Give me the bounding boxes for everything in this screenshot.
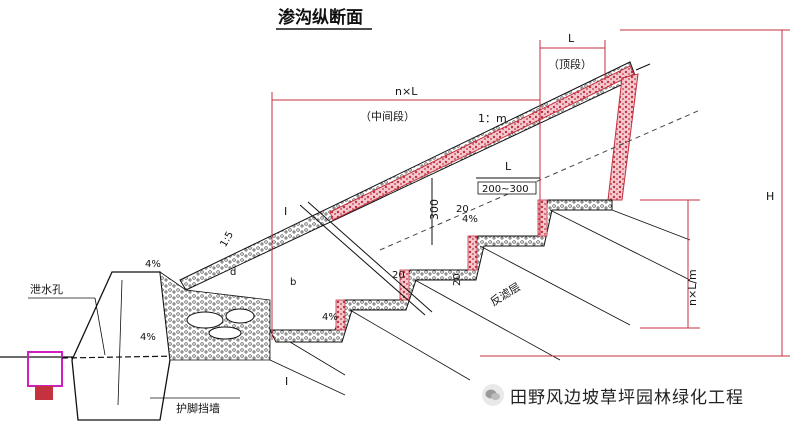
slope-top-line bbox=[635, 63, 651, 71]
label-drain-hole: 泄水孔 bbox=[30, 283, 63, 296]
filter-layer-lines bbox=[269, 209, 691, 396]
wechat-icon bbox=[482, 384, 504, 406]
drain-outlet bbox=[35, 386, 53, 400]
diagram-title: 渗沟纵断面 bbox=[278, 7, 363, 28]
riser-1 bbox=[335, 299, 346, 331]
label-20-b: 20 bbox=[452, 273, 463, 286]
boulder-3 bbox=[208, 326, 242, 340]
riser-2 bbox=[399, 269, 410, 301]
wall-inner-line bbox=[117, 279, 123, 406]
label-slope-mark: 1:5 bbox=[218, 230, 236, 249]
label-4pct-d: 4% bbox=[145, 259, 161, 270]
label-middle-section: （中间段） bbox=[360, 109, 415, 123]
label-retaining-wall: 护脚挡墙 bbox=[176, 401, 220, 415]
watermark-text: 田野风边坡草坪园林绿化工程 bbox=[510, 387, 744, 408]
drain-pipe bbox=[61, 355, 181, 359]
boulder-2 bbox=[225, 308, 255, 324]
label-20-a: 20 bbox=[392, 270, 405, 281]
label-slope: 1：m bbox=[478, 112, 507, 125]
section-I-top: I bbox=[284, 205, 287, 218]
top-section-wall bbox=[607, 73, 639, 201]
label-4pct-b: 4% bbox=[462, 214, 478, 225]
boulder-1 bbox=[186, 311, 224, 329]
label-d: d bbox=[230, 267, 236, 278]
label-20-c: 20 bbox=[456, 204, 469, 215]
section-line-2 bbox=[307, 201, 433, 313]
label-b: b bbox=[290, 277, 296, 288]
label-foundation: 反滤层 bbox=[488, 280, 523, 309]
section-I-bottom: I bbox=[285, 375, 288, 388]
label-nLm: n×L/m bbox=[686, 269, 699, 306]
watermark: 田野风边坡草坪园林绿化工程 bbox=[482, 382, 744, 408]
label-L-step: L bbox=[505, 160, 512, 173]
drain-hole-leader-2 bbox=[94, 297, 106, 356]
riser-4 bbox=[537, 199, 548, 237]
label-300: 300 bbox=[428, 199, 441, 220]
label-H: H bbox=[766, 190, 774, 203]
label-top-section: （顶段） bbox=[548, 57, 592, 71]
step-width-box bbox=[477, 181, 537, 195]
label-step-width: 200~300 bbox=[482, 184, 529, 195]
label-nL: n×L bbox=[395, 85, 418, 98]
label-L-top: L bbox=[568, 32, 575, 45]
label-4pct-c: 4% bbox=[140, 332, 156, 343]
section-line bbox=[299, 204, 426, 316]
label-4pct-a: 4% bbox=[322, 312, 338, 323]
riser-3 bbox=[467, 235, 478, 271]
red-slope-band bbox=[329, 65, 635, 221]
